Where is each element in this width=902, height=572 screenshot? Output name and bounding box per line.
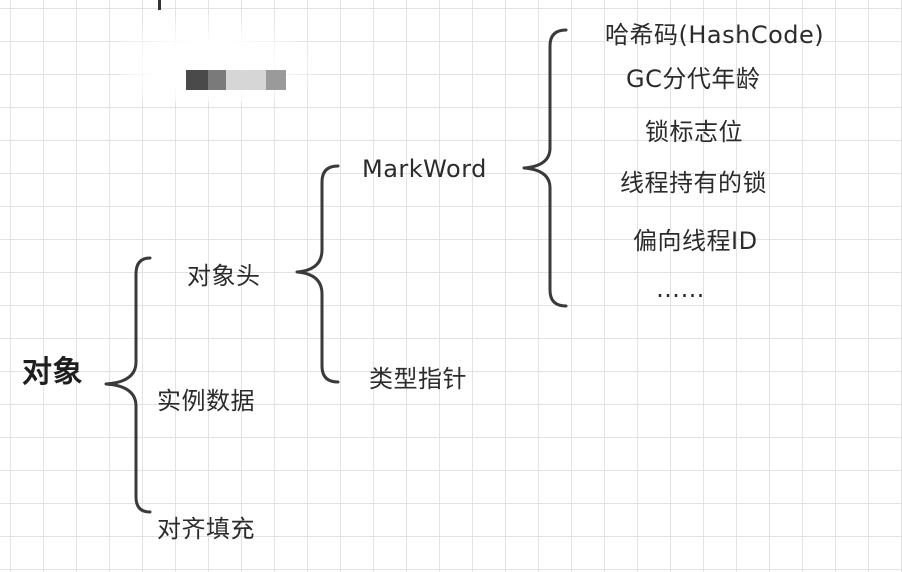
markword-field-biased-thread-id: 偏向线程ID [633,227,758,255]
component-label-header: 对象头 [187,262,261,290]
markword-field-ellipsis: …… [656,275,705,303]
header-part-type-pointer: 类型指针 [369,365,467,393]
fragment-block [186,70,208,90]
markword-field-lock-flag: 锁标志位 [645,118,743,146]
root-brace [104,256,152,514]
fragment-block [208,70,226,90]
markword-field-thread-lock: 线程持有的锁 [620,169,767,197]
blurred-fragment [120,0,320,102]
component-label-padding: 对齐填充 [157,515,255,543]
fragment-connector-line [158,0,161,10]
root-label: 对象 [22,355,83,390]
header-brace [295,164,340,384]
fragment-block [266,70,286,90]
header-part-markword: MarkWord [362,155,487,183]
markword-field-hashcode: 哈希码(HashCode) [605,21,825,49]
markword-field-gc-age: GC分代年龄 [626,65,761,93]
fragment-block [226,70,266,90]
markword-brace [522,28,568,308]
component-label-instance-data: 实例数据 [157,387,255,415]
